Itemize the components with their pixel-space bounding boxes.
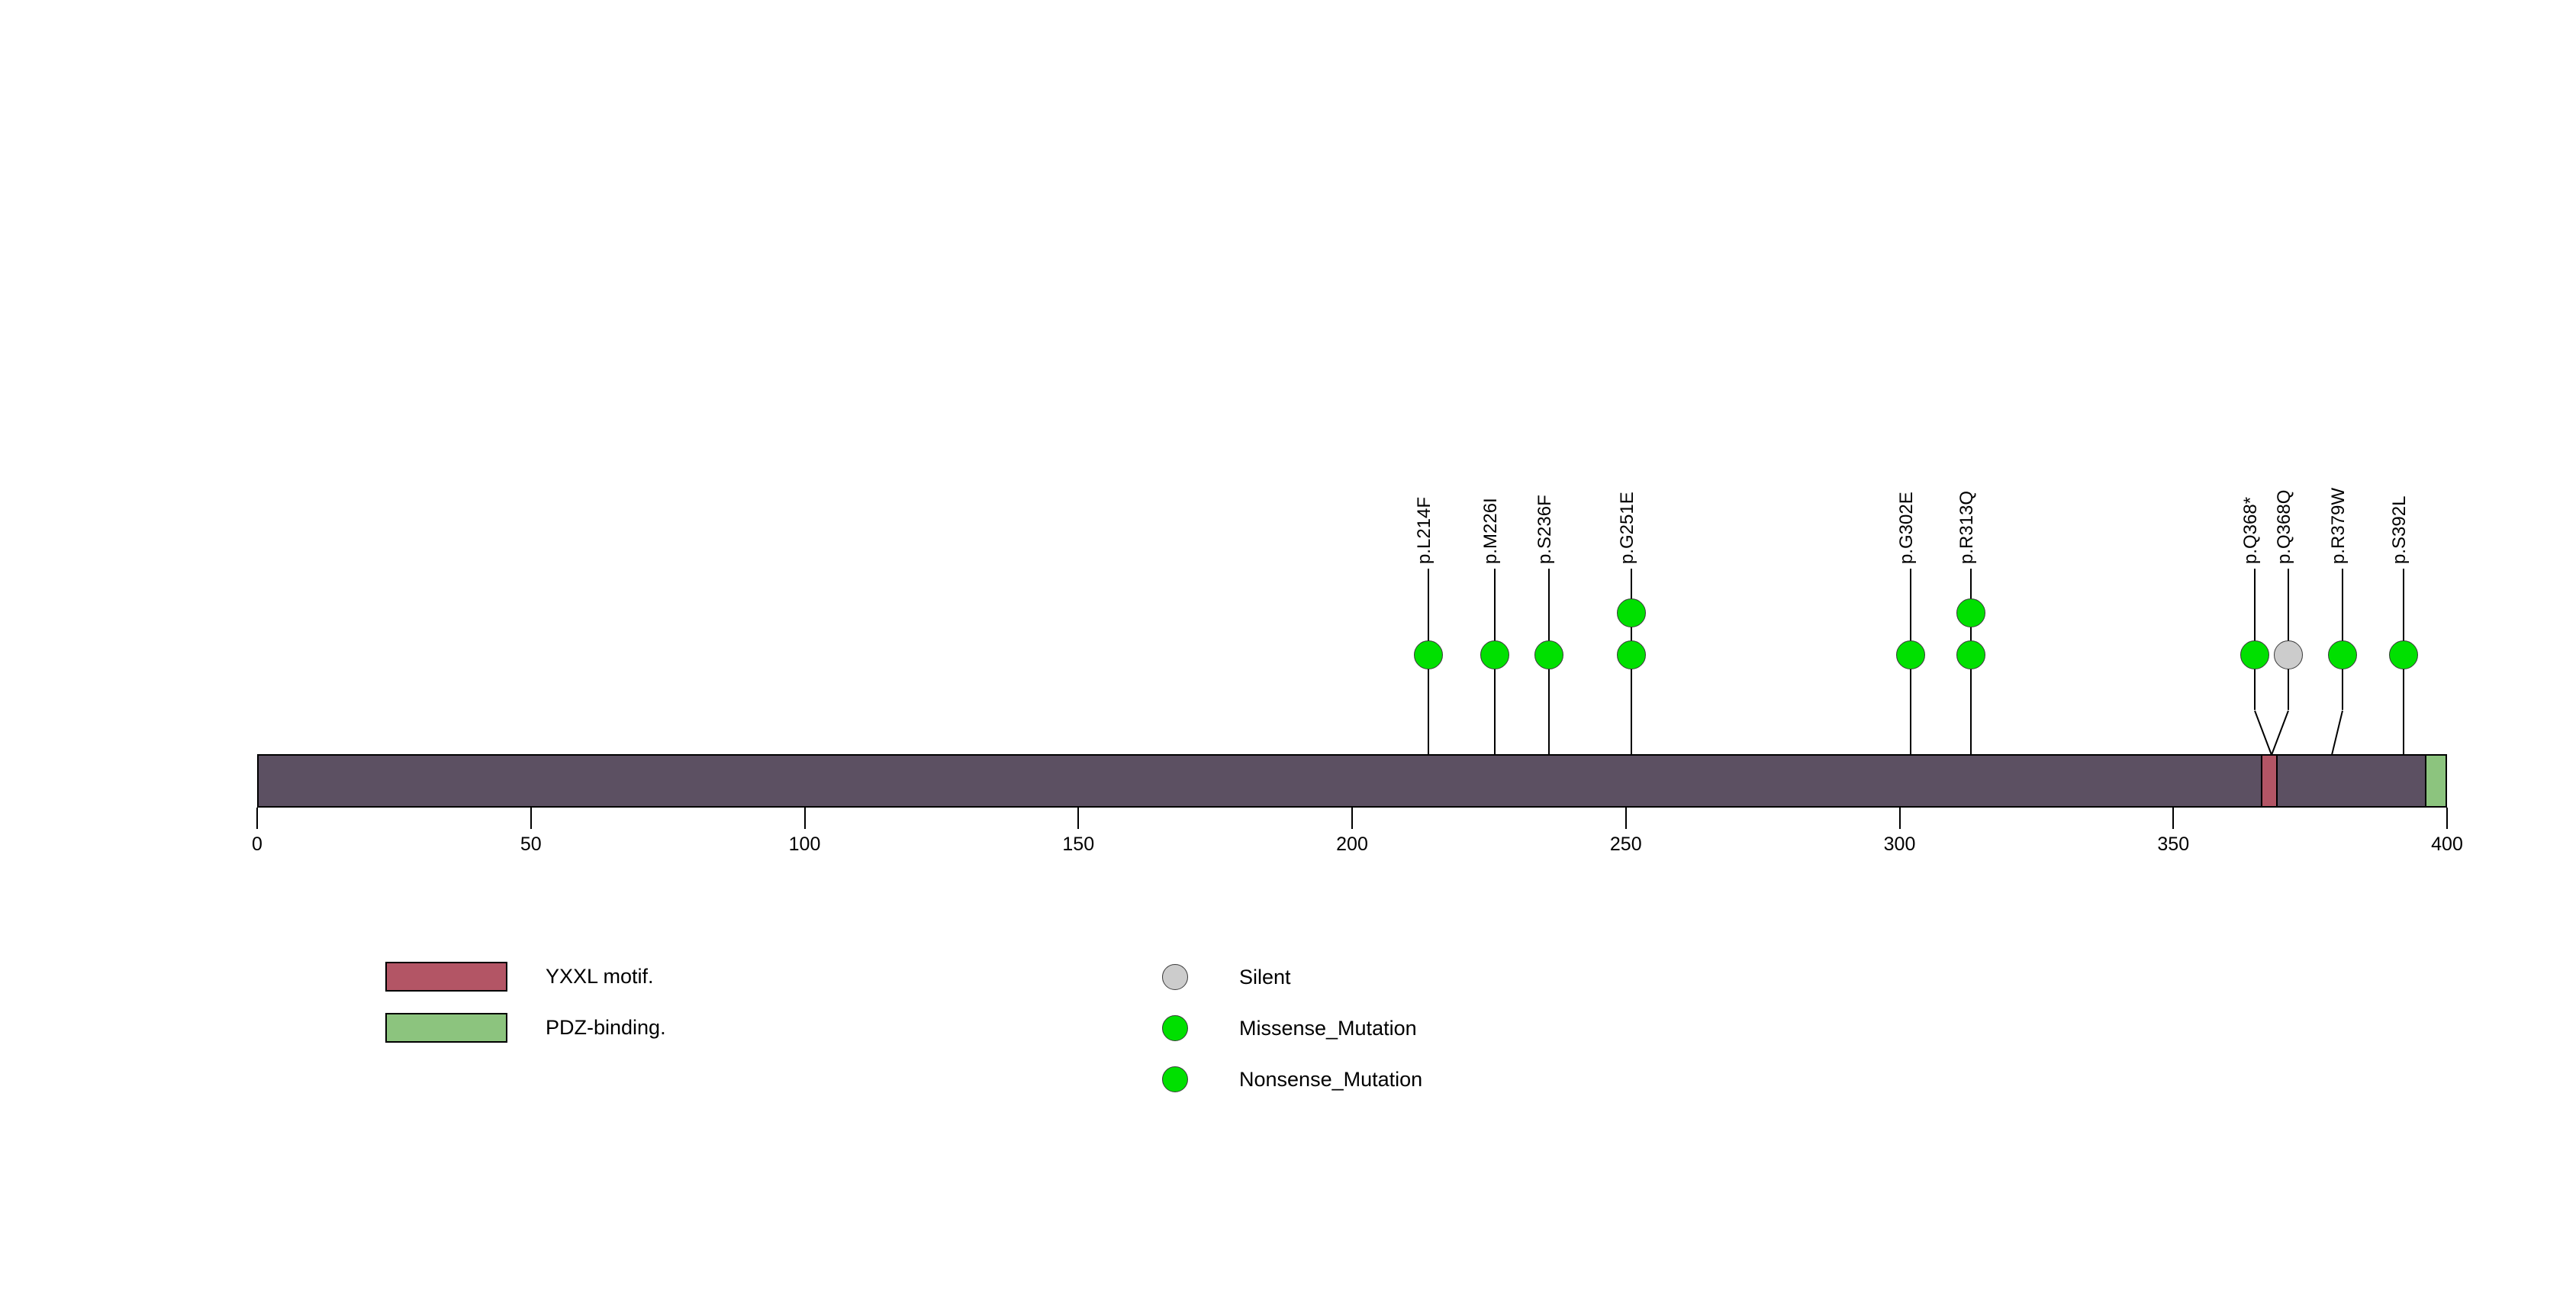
mutation-type-legend-dot bbox=[1162, 1015, 1188, 1041]
mutation-type-legend-dot bbox=[1162, 1066, 1188, 1092]
axis-tick-mark bbox=[2446, 808, 2448, 829]
lollipop-stem-connector bbox=[2271, 710, 2290, 756]
mutation-marker[interactable] bbox=[2240, 640, 2270, 669]
mutation-label: p.R313Q bbox=[1956, 490, 1977, 564]
mutation-label: p.M226I bbox=[1480, 498, 1501, 564]
axis-tick-mark bbox=[1077, 808, 1080, 829]
mutation-marker[interactable] bbox=[1956, 598, 1985, 627]
axis-tick-mark bbox=[2172, 808, 2175, 829]
mutation-label: p.G251E bbox=[1616, 492, 1637, 564]
mutation-label: p.S236F bbox=[1534, 495, 1556, 564]
lollipop-stem-connector bbox=[2331, 710, 2344, 756]
mutation-label: p.L214F bbox=[1414, 496, 1435, 564]
axis-tick-label: 150 bbox=[1062, 834, 1095, 855]
axis-tick-mark bbox=[530, 808, 532, 829]
mutation-marker[interactable] bbox=[1414, 640, 1444, 669]
domain-legend-swatch bbox=[385, 1013, 507, 1043]
axis-tick-mark bbox=[256, 808, 258, 829]
mutation-marker[interactable] bbox=[1616, 640, 1646, 669]
axis-tick-label: 350 bbox=[2157, 834, 2190, 855]
protein-domain-region bbox=[2425, 756, 2447, 806]
mutation-label: p.Q368* bbox=[2240, 496, 2262, 564]
domain-legend-label: PDZ-binding. bbox=[546, 1016, 666, 1039]
axis-tick-label: 200 bbox=[1336, 834, 1368, 855]
mutation-label: p.R379W bbox=[2328, 487, 2349, 564]
axis-tick-label: 400 bbox=[2431, 834, 2463, 855]
mutation-marker[interactable] bbox=[1895, 640, 1925, 669]
mutation-type-legend-label: Nonsense_Mutation bbox=[1239, 1068, 1423, 1091]
axis-tick-mark bbox=[1351, 808, 1353, 829]
axis-tick-label: 300 bbox=[1883, 834, 1916, 855]
mutation-marker[interactable] bbox=[2328, 640, 2358, 669]
mutation-marker[interactable] bbox=[1616, 598, 1646, 627]
protein-domain-region bbox=[2261, 756, 2278, 806]
axis-tick-label: 100 bbox=[788, 834, 821, 855]
domain-legend-label: YXXL motif. bbox=[546, 965, 654, 988]
lollipop-stem bbox=[2342, 569, 2344, 710]
mutation-label: p.Q368Q bbox=[2274, 489, 2295, 564]
axis-tick-mark bbox=[1898, 808, 1901, 829]
mutation-marker[interactable] bbox=[2388, 640, 2418, 669]
mutation-type-legend-label: Silent bbox=[1239, 966, 1291, 988]
axis-tick-mark bbox=[1624, 808, 1627, 829]
domain-legend-swatch bbox=[385, 962, 507, 992]
lollipop-stem bbox=[2254, 569, 2256, 710]
mutation-label: p.G302E bbox=[1895, 492, 1917, 564]
mutation-marker[interactable] bbox=[2274, 640, 2304, 669]
mutation-type-legend-dot bbox=[1162, 964, 1188, 990]
axis-tick-label: 250 bbox=[1609, 834, 1642, 855]
mutation-label: p.S392L bbox=[2388, 495, 2410, 564]
axis-tick-mark bbox=[803, 808, 806, 829]
lollipop-stem bbox=[2288, 569, 2290, 710]
mutation-marker[interactable] bbox=[1956, 640, 1985, 669]
axis-tick-label: 0 bbox=[252, 834, 262, 855]
lollipop-stem-connector bbox=[2254, 710, 2273, 756]
mutation-marker[interactable] bbox=[1480, 640, 1509, 669]
mutation-marker[interactable] bbox=[1534, 640, 1564, 669]
protein-backbone-bar bbox=[257, 754, 2447, 808]
mutation-type-legend-label: Missense_Mutation bbox=[1239, 1017, 1417, 1040]
axis-tick-label: 50 bbox=[520, 834, 542, 855]
